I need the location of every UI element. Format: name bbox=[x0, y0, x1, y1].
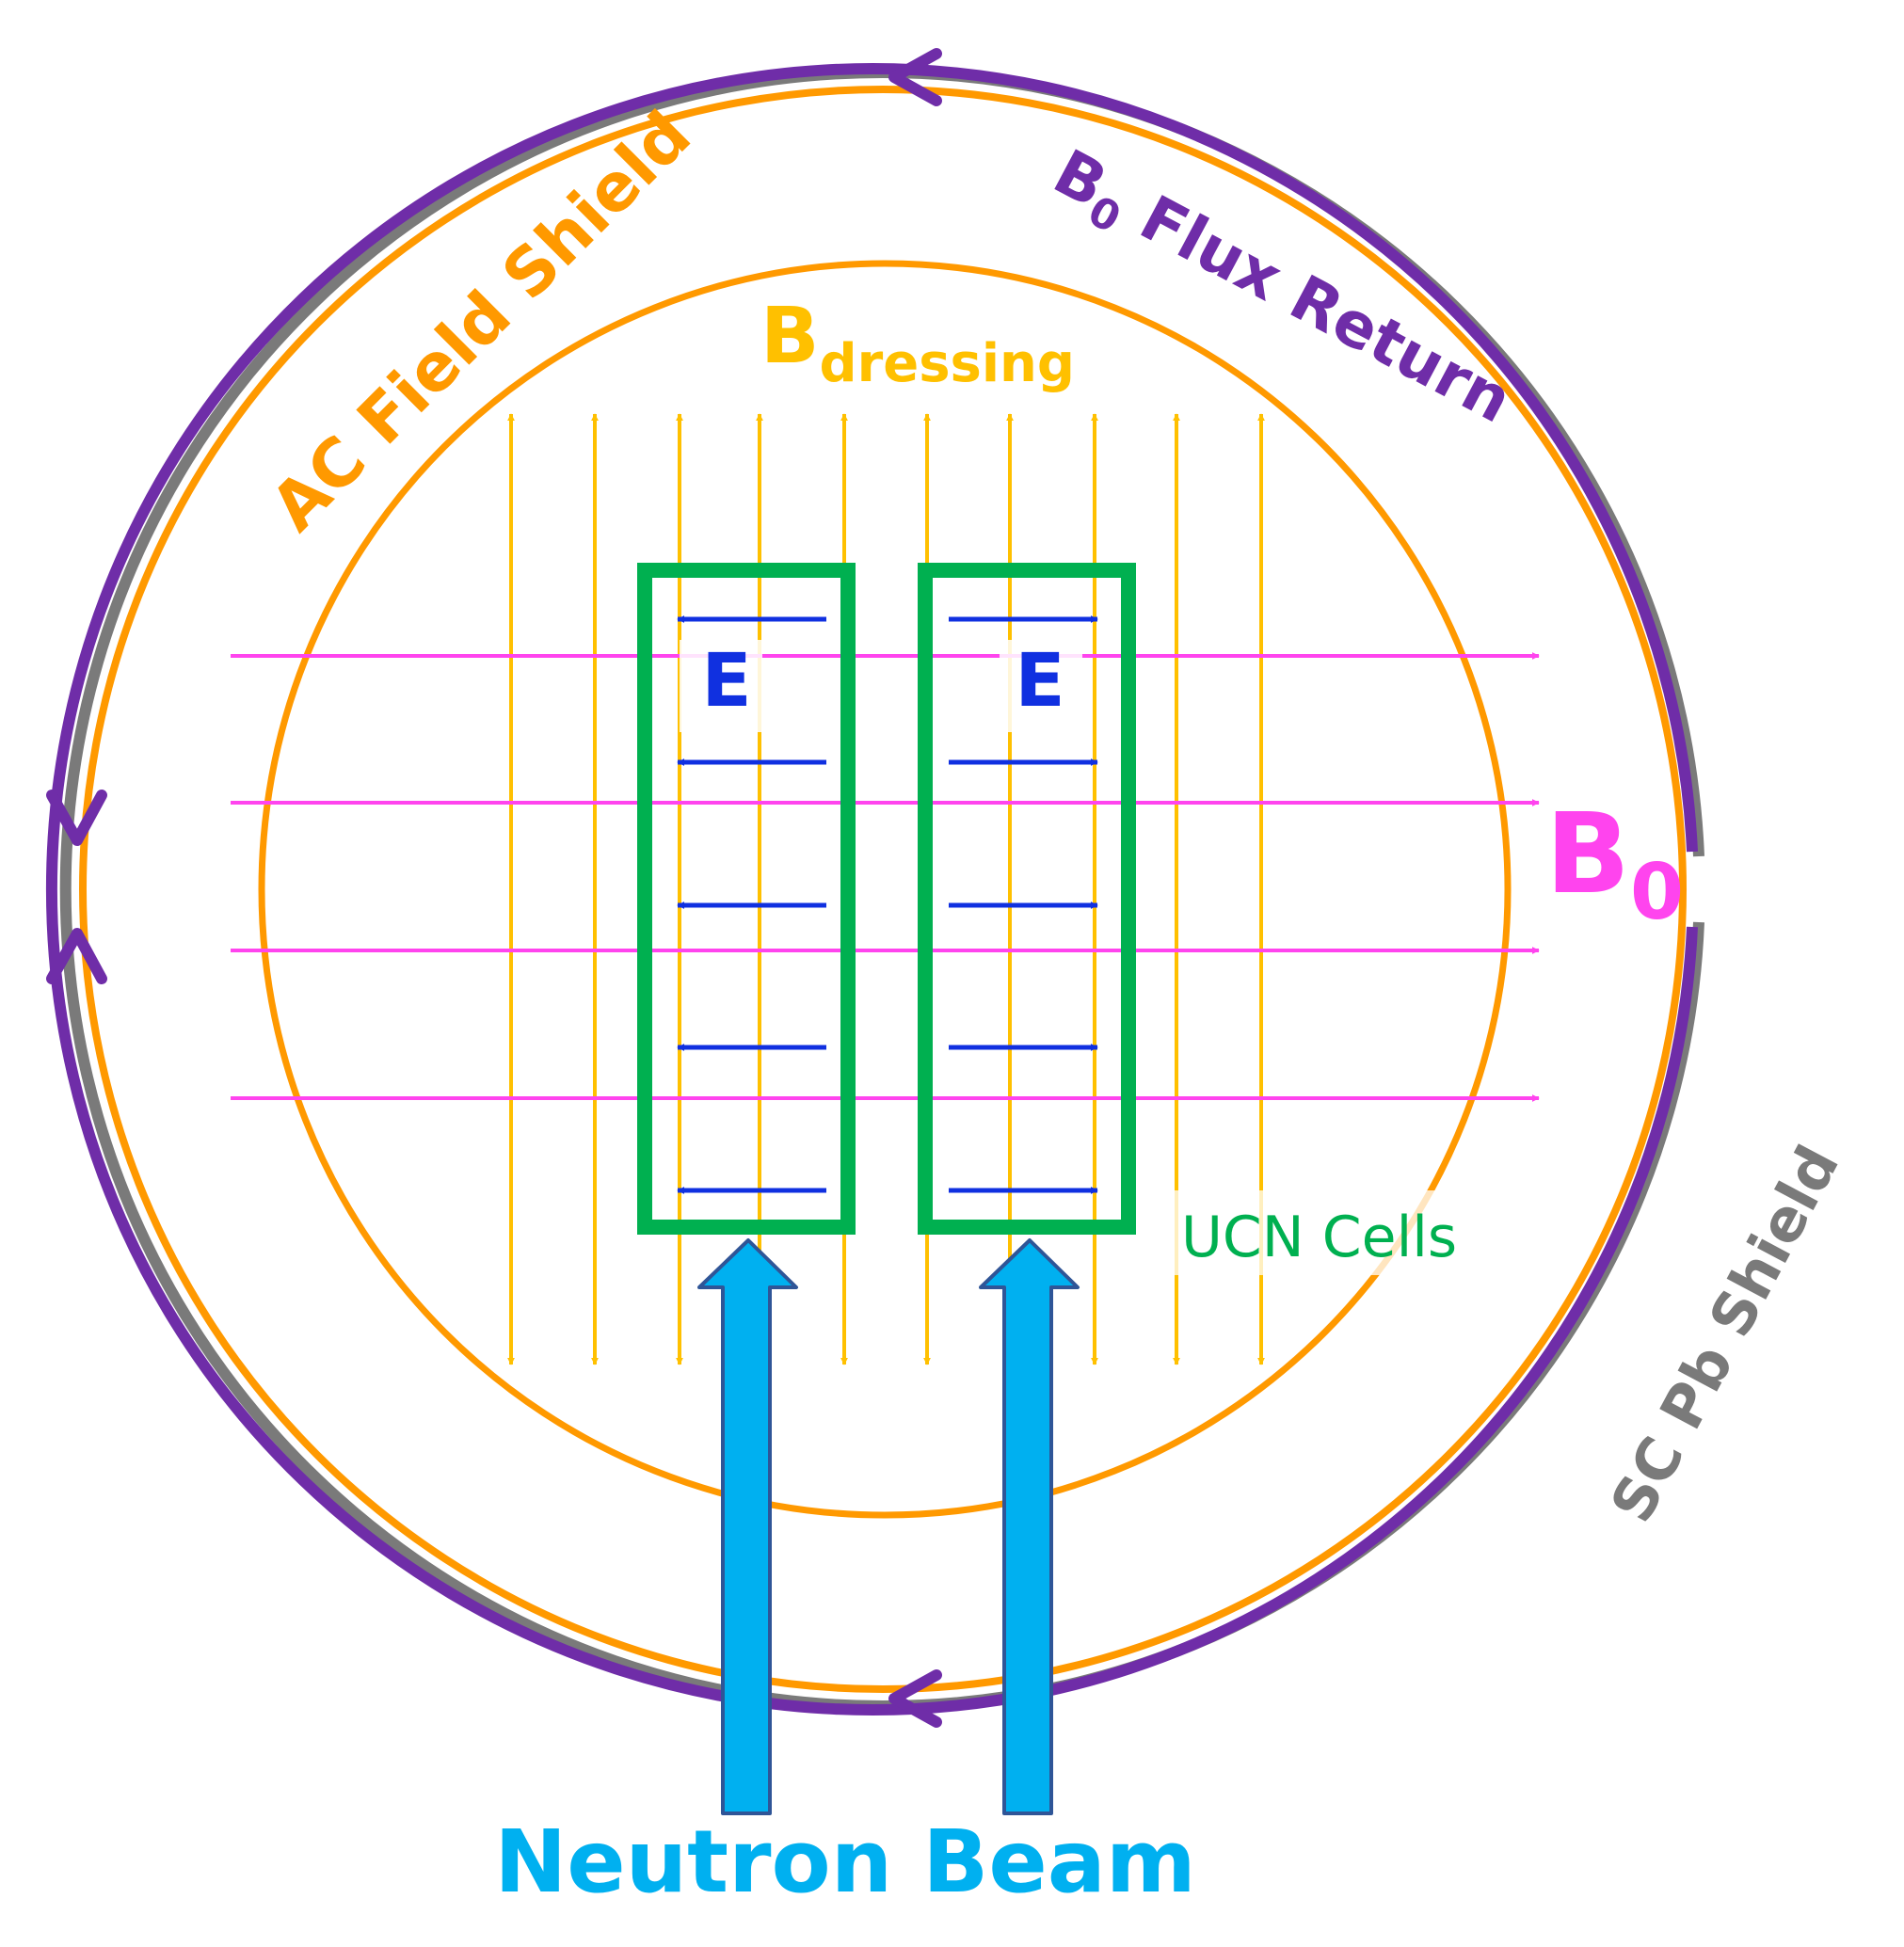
b-dressing-label-sub: dressing bbox=[820, 333, 1076, 394]
flux-return-label-rest: Flux Return bbox=[1110, 171, 1524, 437]
flux-return-ring bbox=[45, 63, 1698, 1716]
e-field-arrows-left bbox=[677, 615, 826, 1194]
e-label-left: E bbox=[701, 639, 751, 724]
flux-return-arrow-left-up-icon bbox=[46, 928, 107, 984]
ucn-cell-left bbox=[637, 563, 856, 1235]
flux-return-arrow-left-down-icon bbox=[46, 790, 107, 846]
b0-label: B0 bbox=[1545, 789, 1684, 937]
b-dressing-field-lines bbox=[507, 413, 1265, 1365]
ucn-cells-label: UCN Cells bbox=[1181, 1205, 1457, 1270]
b0-field-lines bbox=[231, 652, 1540, 1102]
b-dressing-label: Bdressing bbox=[760, 292, 1075, 394]
flux-return-arrow-top-icon bbox=[888, 48, 942, 106]
e-label-left-bg bbox=[680, 640, 762, 732]
e-label-right: E bbox=[1015, 639, 1064, 724]
ac-field-shield-inner-ring bbox=[258, 260, 1512, 1519]
flux-return-arrow-bottom-icon bbox=[888, 1669, 942, 1728]
b0-label-sub: 0 bbox=[1630, 848, 1684, 937]
neutron-beam-arrow-left bbox=[697, 1238, 798, 1815]
e-field-arrows-right bbox=[949, 615, 1098, 1194]
neutron-beam-arrow-right bbox=[979, 1238, 1080, 1815]
ucn-cell-right bbox=[918, 563, 1136, 1235]
ucn-cells-label-bg bbox=[1172, 1190, 1454, 1275]
neutron-beam-label: Neutron Beam bbox=[494, 1811, 1195, 1912]
b0-label-main: B bbox=[1545, 789, 1630, 918]
e-label-right-bg bbox=[1000, 640, 1082, 732]
b-dressing-label-main: B bbox=[760, 292, 820, 381]
ac-field-shield-outer-ring bbox=[79, 86, 1687, 1693]
